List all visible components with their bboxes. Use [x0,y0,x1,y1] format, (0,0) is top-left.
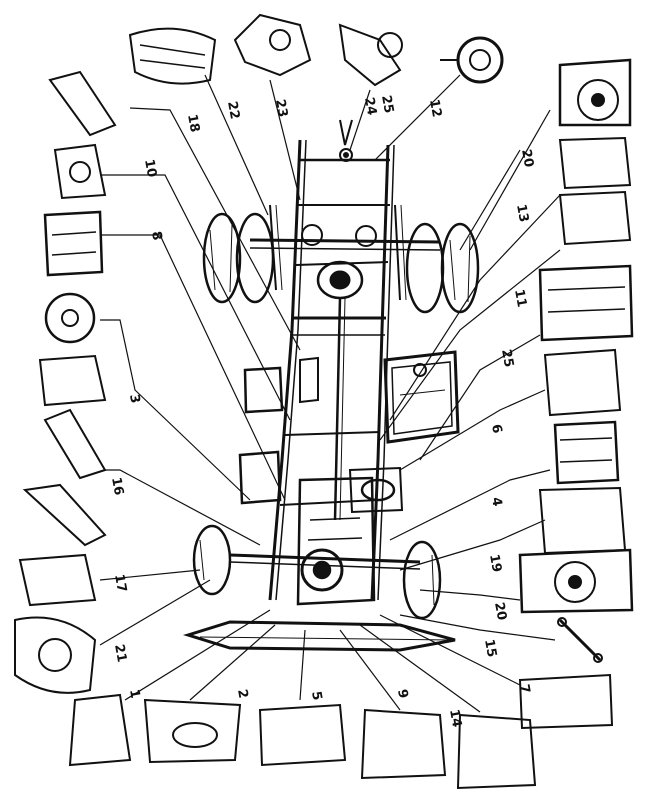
vignette-drum-right [553,420,620,485]
vignette-bottom-4 [360,708,447,780]
callout-23: 23 [272,98,290,118]
fuel-tank [383,350,460,444]
vignette-linkage-left [43,408,107,480]
callout-11: 11 [511,288,529,308]
front-left-wheel [192,524,232,596]
vignette-spring-right [543,348,622,417]
vignette-mount-left [38,354,107,407]
vignette-bottom-2 [143,698,242,764]
callout-10: 10 [141,158,159,178]
vignette-motor-right [518,673,614,730]
vignette-axle-right [538,486,627,555]
chassis-frame [268,139,395,601]
callout-15: 15 [481,638,499,658]
rear-left-wheels [202,212,275,304]
vignette-bracket-right-1 [558,136,632,190]
engine-gearbox [296,466,404,606]
vignette-shaft-left [48,70,117,137]
vignette-bottom-1 [68,693,132,767]
vignette-pump-left [43,210,104,277]
callout-1: 1 [126,688,142,700]
rear-springs [269,204,407,301]
vignette-knuckle-left [18,553,97,607]
vignette-wheel-right-bottom [518,548,634,614]
callout-9: 9 [394,688,410,700]
front-axle [229,553,421,570]
front-right-wheel [402,540,442,620]
vignette-differential [440,36,504,84]
leader-lines [99,74,561,713]
vignette-steering-box [233,13,312,77]
vignette-tie-rod-right [557,617,603,663]
callout-18: 18 [184,113,202,133]
callout-4: 4 [488,496,504,508]
battery-box [238,356,319,505]
callout-2: 2 [234,688,250,700]
callout-3: 3 [126,393,142,405]
vignette-lever-left [22,483,107,547]
callout-20-bottom: 20 [491,601,509,621]
callout-22: 22 [224,100,242,120]
callout-17: 17 [111,573,129,593]
vignette-wheel-right-top [558,58,632,127]
callout-19: 19 [486,553,504,573]
callout-24: 24 [361,96,379,116]
callout-labels: 22 23 24 25 12 18 10 20 13 8 11 25 3 6 1… [108,94,536,728]
vignette-brake-left [14,616,97,694]
propeller-shaft [333,297,346,521]
callout-6: 6 [488,423,504,435]
detail-vignettes [14,13,634,790]
callout-25-mid: 25 [498,348,516,368]
callout-5: 5 [308,690,324,702]
vignette-brake-drum-top [128,27,217,85]
vignette-bracket-right-2 [558,190,632,246]
vignette-bottom-3 [258,703,347,767]
vignette-clutch-left [44,292,96,344]
tow-hook [339,119,353,162]
callout-8: 8 [148,230,164,242]
callout-25-top: 25 [378,94,396,114]
callout-16: 16 [108,476,126,496]
callout-13: 13 [513,203,531,223]
vignette-wheel-hub-top [338,23,403,87]
callout-20-top: 20 [518,148,536,168]
callout-21: 21 [111,643,129,663]
front-bumper [182,620,456,652]
vignette-radiator-right [538,264,634,342]
callout-7: 7 [516,683,532,695]
vignette-bottom-5 [456,713,537,790]
vignette-joint-left [53,143,107,200]
callout-12: 12 [426,98,444,118]
callout-14: 14 [446,708,464,728]
